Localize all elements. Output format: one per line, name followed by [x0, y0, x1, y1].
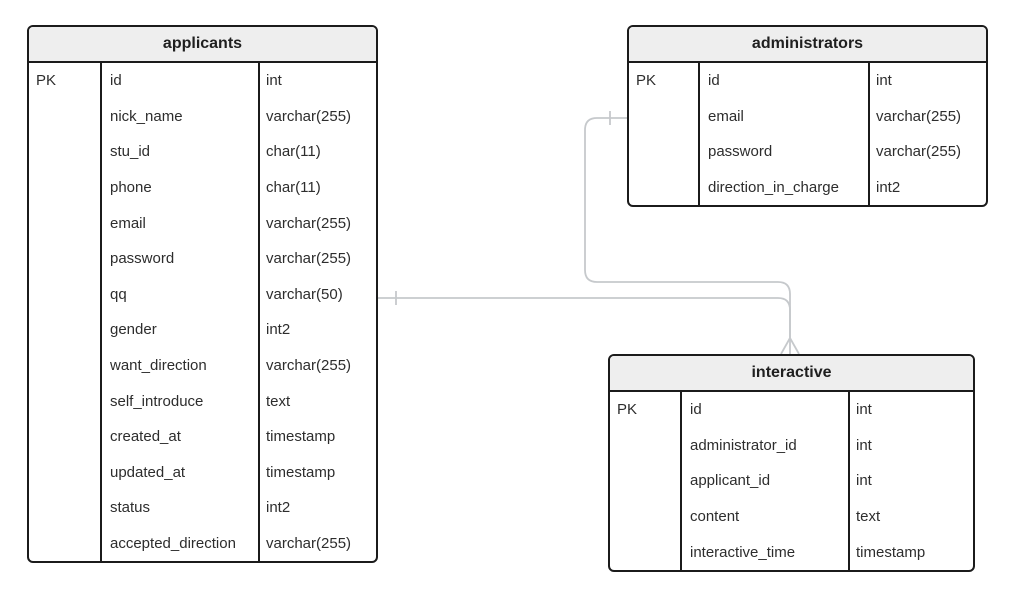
pk-cell: [29, 134, 100, 170]
name-column: id email password direction_in_charge: [700, 63, 870, 206]
pk-cell: [29, 348, 100, 384]
field-name-cell: accepted_direction: [110, 535, 236, 553]
field-type-cell: int: [856, 472, 872, 490]
field-name-cell: password: [708, 143, 773, 161]
pk-cell: [629, 134, 698, 170]
field-name-cell: password: [110, 250, 175, 268]
field-name-cell: self_introduce: [110, 392, 204, 410]
field-type-cell: varchar(255): [266, 357, 352, 375]
pk-cell: [29, 490, 100, 526]
field-type-cell: varchar(50): [266, 285, 343, 303]
field-name-cell: id: [690, 401, 702, 419]
field-name-cell: updated_at: [110, 463, 186, 481]
field-type-cell: int2: [266, 321, 291, 339]
pk-column: PK: [610, 392, 682, 570]
pk-cell: [29, 170, 100, 206]
field-type-cell: int: [856, 401, 872, 419]
pk-cell: PK: [36, 72, 57, 90]
pk-cell: [610, 463, 680, 499]
field-name-cell: direction_in_charge: [708, 179, 839, 197]
pk-column: PK: [629, 63, 700, 206]
field-type-cell: varchar(255): [876, 107, 962, 125]
pk-cell: [29, 99, 100, 135]
field-name-cell: applicant_id: [690, 472, 771, 490]
pk-cell: [29, 312, 100, 348]
field-name-cell: id: [110, 72, 122, 90]
type-column: int varchar(255) char(11) char(11) varchar(2…: [260, 63, 376, 561]
pk-column: PK: [29, 63, 102, 562]
relation-line: [378, 297, 791, 338]
field-type-cell: varchar(255): [266, 250, 352, 268]
field-type-cell: text: [856, 508, 881, 526]
field-name-cell: email: [110, 214, 146, 232]
field-name-cell: created_at: [110, 428, 181, 446]
table-title[interactable]: interactive: [610, 356, 973, 392]
pk-cell: [29, 419, 100, 455]
field-name-cell: phone: [110, 179, 152, 197]
field-type-cell: int: [266, 72, 282, 90]
type-column: int int int text timestamp: [850, 392, 973, 570]
field-name-cell: id: [708, 72, 720, 90]
field-type-cell: int2: [266, 499, 291, 517]
pk-cell: [29, 277, 100, 313]
field-type-cell: int: [876, 72, 892, 90]
field-name-cell: stu_id: [110, 143, 151, 161]
pk-cell: [29, 383, 100, 419]
field-type-cell: char(11): [266, 179, 321, 197]
field-type-cell: varchar(255): [266, 107, 352, 125]
pk-cell: PK: [617, 401, 638, 419]
pk-cell: [610, 428, 680, 464]
pk-cell: [29, 455, 100, 491]
field-type-cell: int2: [876, 179, 901, 197]
pk-cell: [29, 526, 100, 562]
field-type-cell: varchar(255): [266, 535, 352, 553]
field-type-cell: int: [856, 436, 872, 454]
field-name-cell: gender: [110, 321, 157, 339]
table-title[interactable]: applicants: [29, 27, 376, 63]
field-name-cell: administrator_id: [690, 436, 797, 454]
field-name-cell: content: [690, 508, 740, 526]
field-name-cell: want_direction: [110, 357, 207, 375]
field-name-cell: qq: [110, 285, 127, 303]
field-name-cell: interactive_time: [690, 543, 796, 561]
pk-cell: [629, 170, 698, 206]
type-column: int varchar(255) varchar(255) int2: [870, 63, 986, 205]
field-type-cell: char(11): [266, 143, 321, 161]
field-type-cell: timestamp: [266, 463, 336, 481]
table-body: PK id email password direction_in_charge in…: [629, 63, 986, 206]
cardinality-many-marker: [780, 337, 800, 355]
field-type-cell: timestamp: [856, 543, 926, 561]
table-title[interactable]: administrators: [629, 27, 986, 63]
pk-cell: [29, 205, 100, 241]
pk-cell: [629, 99, 698, 135]
field-type-cell: timestamp: [266, 428, 336, 446]
pk-cell: [29, 241, 100, 277]
field-name-cell: email: [708, 107, 744, 125]
field-type-cell: varchar(255): [876, 143, 962, 161]
field-name-cell: nick_name: [110, 107, 183, 125]
pk-cell: [610, 534, 680, 570]
entity-table-administrators[interactable]: administrators PK id email password directi…: [627, 25, 988, 208]
relation-applicants-interactive: [378, 291, 791, 338]
pk-cell: PK: [636, 72, 657, 90]
pk-cell: [610, 499, 680, 535]
field-type-cell: varchar(255): [266, 214, 352, 232]
field-name-cell: status: [110, 499, 151, 517]
field-type-cell: text: [266, 392, 291, 410]
